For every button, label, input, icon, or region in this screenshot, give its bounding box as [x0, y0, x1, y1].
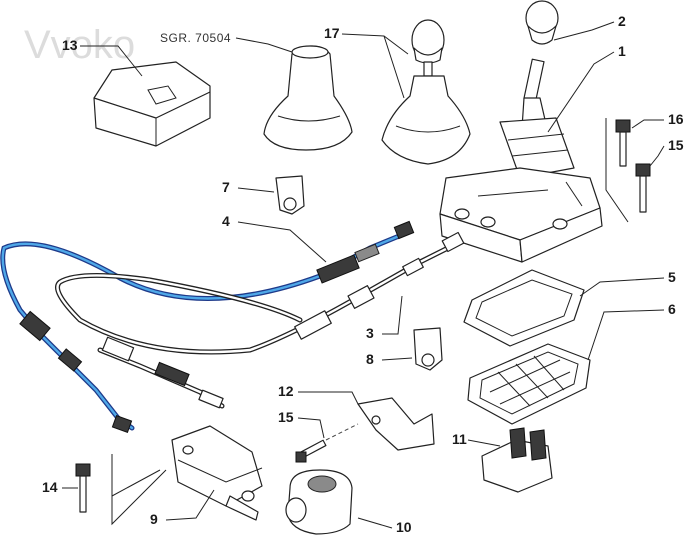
part-6-base-plate [467, 343, 591, 425]
leader-17b [383, 35, 405, 99]
reference-code: SGR. 70504 [160, 31, 231, 45]
reference-code-leader [235, 37, 293, 53]
callout-12: 12 [278, 383, 294, 399]
watermark: Vvoko [24, 23, 135, 67]
reference-line-14 [111, 454, 167, 526]
part-4-gear-select-cable [0, 220, 415, 434]
reference-line-1 [605, 118, 629, 223]
leader-10 [357, 517, 393, 529]
part-2-knob [525, 0, 559, 45]
part-14-bolt [75, 463, 91, 513]
callout-13: 13 [62, 37, 78, 53]
leader-15-upper [649, 145, 665, 167]
callout-9: 9 [150, 511, 158, 527]
leader-11 [467, 439, 501, 447]
leader-3 [382, 295, 403, 335]
leader-15-lower [297, 417, 325, 439]
part-5-gasket [463, 269, 585, 347]
leader-7 [237, 187, 275, 193]
part-17-knob-gaiter [381, 19, 471, 165]
leader-13 [80, 45, 143, 77]
callout-8: 8 [366, 351, 374, 367]
part-3-gear-engage-cable [55, 231, 465, 355]
part-15-bolt-upper [635, 163, 651, 213]
leader-1 [547, 51, 615, 133]
part-1-gear-lever-assembly [439, 58, 603, 263]
part-9-lever-bracket [171, 425, 263, 521]
callout-5: 5 [668, 269, 676, 285]
callout-15-upper: 15 [668, 137, 684, 153]
cable-lower-ends [97, 336, 225, 409]
part-10-bushing [285, 469, 353, 535]
leader-12 [298, 391, 359, 405]
part-7-clip [275, 175, 305, 215]
reference-line-14b [111, 469, 161, 497]
callout-2: 2 [618, 13, 626, 29]
bolt-15-alignment [325, 423, 359, 441]
leader-9 [165, 489, 215, 521]
callout-10: 10 [396, 519, 412, 535]
callout-14: 14 [42, 479, 58, 495]
part-15-bolt-lower [295, 439, 327, 463]
callout-11: 11 [452, 431, 467, 447]
callout-7: 7 [222, 179, 230, 195]
part-11-bracket [481, 427, 553, 493]
part-16-bolt [615, 119, 631, 167]
callout-17: 17 [324, 25, 340, 41]
leader-2 [553, 21, 615, 41]
gaiter-boot [263, 45, 353, 151]
part-12-bracket [357, 397, 435, 451]
callout-16: 16 [668, 111, 684, 127]
callout-15-lower: 15 [278, 409, 294, 425]
leader-17a [341, 33, 409, 55]
callout-4: 4 [222, 213, 230, 229]
callout-3: 3 [366, 325, 374, 341]
leader-8 [381, 357, 413, 361]
leader-4 [237, 221, 327, 263]
leader-5 [579, 277, 665, 297]
part-8-clip [413, 327, 443, 371]
leader-6 [587, 309, 665, 361]
part-13-cover [93, 61, 211, 147]
callout-6: 6 [668, 301, 676, 317]
leader-16 [631, 119, 664, 129]
callout-1: 1 [618, 43, 626, 59]
